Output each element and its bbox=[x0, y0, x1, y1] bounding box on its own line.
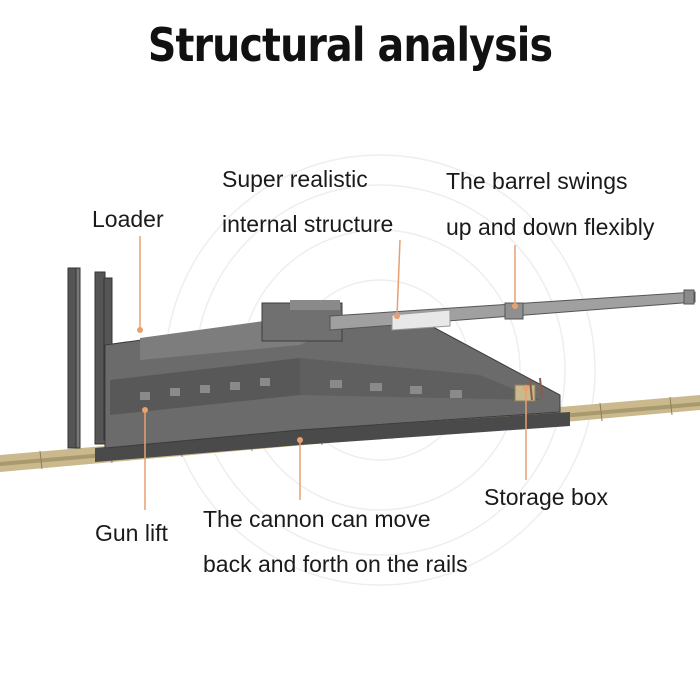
label-gun-lift: Gun lift bbox=[95, 520, 168, 546]
label-rails-line2: back and forth on the rails bbox=[203, 551, 468, 577]
callout-lines bbox=[139, 236, 527, 510]
label-barrel-line1: The barrel swings bbox=[446, 168, 628, 194]
callout-dots bbox=[137, 303, 529, 443]
gun-turret bbox=[261, 300, 343, 342]
gun-hull bbox=[104, 316, 561, 449]
page-title: Structural analysis bbox=[147, 18, 553, 72]
label-loader: Loader bbox=[92, 206, 164, 232]
label-rails-line1: The cannon can move bbox=[203, 506, 431, 532]
label-barrel-line2: up and down flexibly bbox=[446, 214, 655, 240]
label-internal-structure-line1: Super realistic bbox=[222, 166, 368, 192]
gun-barrel bbox=[329, 289, 696, 331]
label-internal-structure-line2: internal structure bbox=[222, 211, 394, 237]
wheel-bogies bbox=[95, 412, 570, 462]
storage-box bbox=[514, 377, 543, 402]
label-storage-box: Storage box bbox=[484, 484, 609, 510]
